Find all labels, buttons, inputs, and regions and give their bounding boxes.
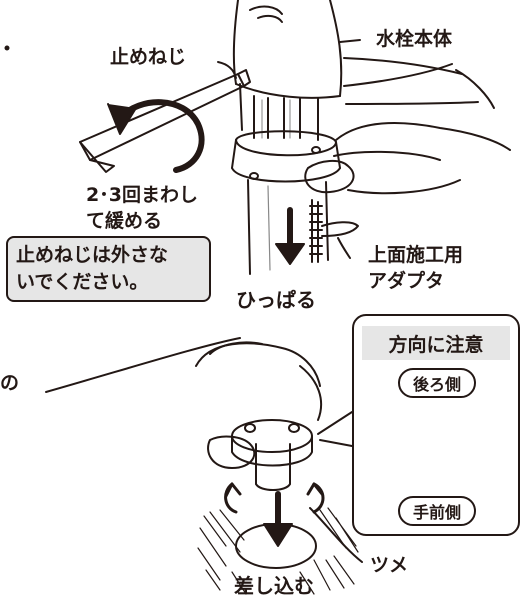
rotate-arrow — [107, 99, 205, 173]
plate-hatching — [197, 507, 359, 595]
adapter-leader — [337, 237, 351, 259]
divider-curve — [45, 337, 241, 393]
label-partial: の — [0, 372, 20, 394]
hand-top — [304, 122, 511, 195]
label-adapter-line2: アダプタ — [368, 270, 445, 292]
inset-pointer — [317, 411, 353, 447]
hand-bottom — [195, 341, 323, 421]
label-adapter-line1: 上面施工用 — [368, 244, 464, 266]
stray-dot — [4, 45, 10, 51]
label-main-body: 水栓本体 — [376, 28, 453, 50]
label-loosen-line1: 2･3回まわし — [86, 184, 198, 206]
pull-arrow — [275, 207, 305, 265]
set-screw-leader — [217, 61, 237, 79]
warning-line2: いでください。 — [16, 271, 149, 293]
inset-front-side: 手前側 — [398, 496, 476, 526]
faucet-body — [232, 0, 495, 109]
label-loosen-line2: て緩める — [86, 210, 163, 232]
warning-box: 止めねじは外さな いでください。 — [6, 236, 211, 302]
hex-key — [79, 69, 251, 173]
label-set-screw: 止めねじ — [110, 46, 187, 68]
claw-leader — [309, 507, 363, 563]
inset-back-side: 後ろ側 — [398, 368, 476, 398]
adapter-collar — [231, 130, 341, 183]
orientation-inset: 方向に注意 後ろ側 手前側 — [352, 314, 520, 536]
body-leader — [339, 39, 361, 43]
adapter-bottom — [231, 419, 313, 491]
turn-arrows — [224, 482, 325, 514]
adapter-tube — [247, 179, 359, 275]
label-claw: ツメ — [370, 554, 409, 576]
label-pull: ひっぱる — [236, 288, 316, 312]
hand-bottom-finger — [207, 435, 256, 469]
warning-line1: 止めねじは外さな — [16, 244, 169, 266]
insert-arrow — [263, 491, 293, 547]
inset-title: 方向に注意 — [362, 326, 510, 360]
label-insert: 差し込む — [234, 574, 314, 598]
